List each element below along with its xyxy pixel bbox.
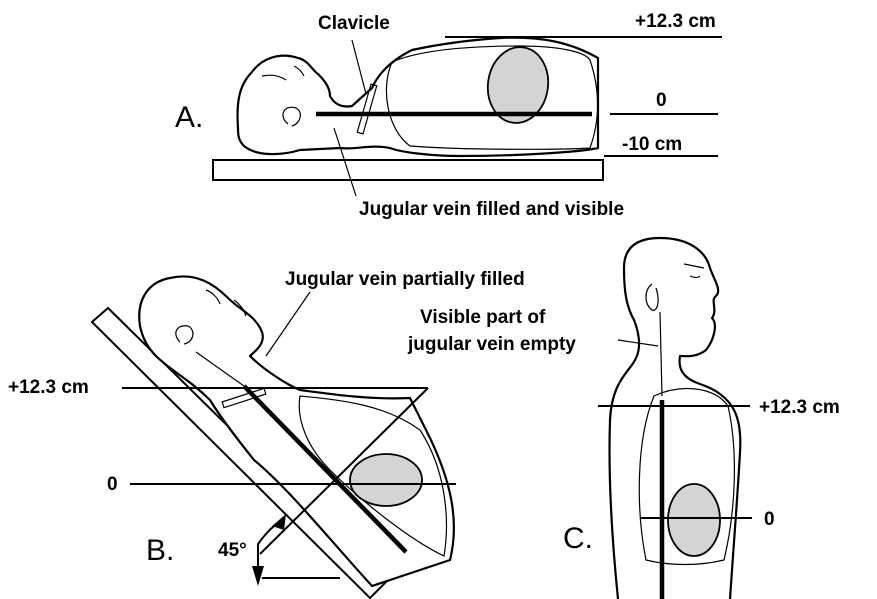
panel-a-caption: Jugular vein filled and visible <box>359 199 624 220</box>
panel-b-heart <box>350 454 422 506</box>
panel-c-caption-line1: Visible part of <box>420 307 546 328</box>
panel-a-letter: A. <box>175 101 203 134</box>
panel-a: Clavicle +12.3 cm 0 -10 cm Jugular vein … <box>175 11 722 220</box>
panel-a-zero-label: 0 <box>656 90 667 111</box>
panel-b-caption-leader <box>266 292 310 356</box>
panel-a-low-label: -10 cm <box>622 134 682 155</box>
panel-c-zero-label: 0 <box>764 509 775 530</box>
panel-a-high-label: +12.3 cm <box>635 11 716 32</box>
panel-b-angle-arrowhead-top <box>272 514 286 530</box>
panel-b-angle-arrowhead <box>252 566 264 586</box>
panel-b-letter: B. <box>146 534 174 567</box>
panel-a-clavicle-leader <box>352 40 366 94</box>
panel-a-table <box>213 160 603 180</box>
panel-b-body-outline <box>139 276 454 586</box>
panel-b-high-label: +12.3 cm <box>8 377 89 398</box>
panel-b-zero-label: 0 <box>107 474 118 495</box>
panel-c-heart <box>668 484 720 556</box>
panel-c-letter: C. <box>563 522 593 555</box>
panel-c-caption-line2: jugular vein empty <box>407 334 576 355</box>
panel-c: Visible part of jugular vein empty +12.3… <box>407 238 840 599</box>
panel-b-angle-label: 45° <box>218 540 247 561</box>
panel-c-high-label: +12.3 cm <box>759 397 840 418</box>
panel-b-caption: Jugular vein partially filled <box>285 269 525 290</box>
clavicle-label: Clavicle <box>318 13 390 34</box>
